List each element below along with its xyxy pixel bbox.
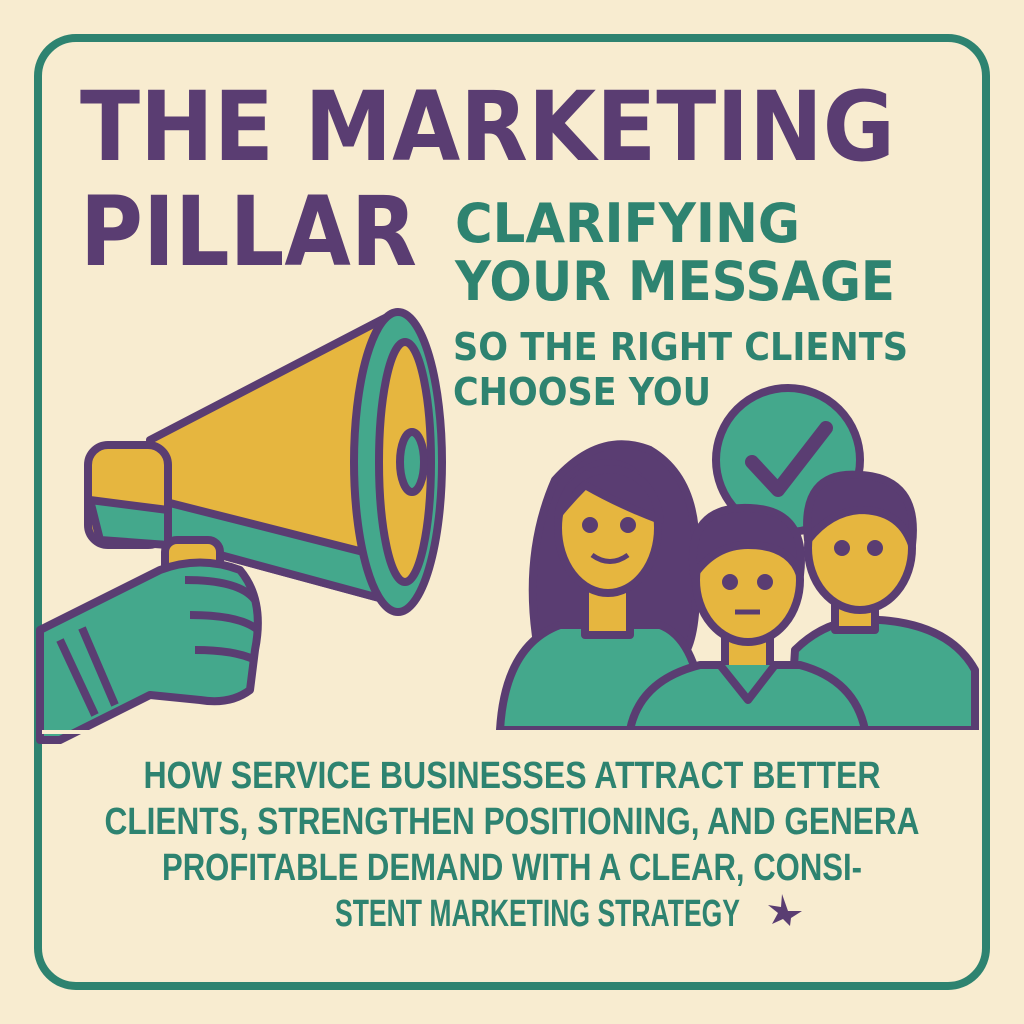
title-line-1: THE MARKETING [80,71,895,183]
body-line-4: STENT MARKETING STRATEGY [335,893,740,935]
hand-icon [36,558,262,744]
body-line-1: HOW SERVICE BUSINESSES ATTRACT BETTER [144,755,881,797]
star-icon [768,894,802,926]
body-line-2: CLIENTS, STRENGTHEN POSITIONING, AND GEN… [105,801,920,843]
title-line-2: PILLAR [80,176,417,288]
subtitle-line-2: YOUR MESSAGE [454,250,895,313]
people-group-icon [496,440,979,734]
poster-border [34,34,990,990]
tagline-line-2: CHOOSE YOU [453,370,711,414]
body-line-3: PROFITABLE DEMAND WITH A CLEAR, CONSI- [162,847,862,889]
subtitle-line-1: CLARIFYING [455,192,800,255]
tagline-line-1: SO THE RIGHT CLIENTS [453,325,908,369]
